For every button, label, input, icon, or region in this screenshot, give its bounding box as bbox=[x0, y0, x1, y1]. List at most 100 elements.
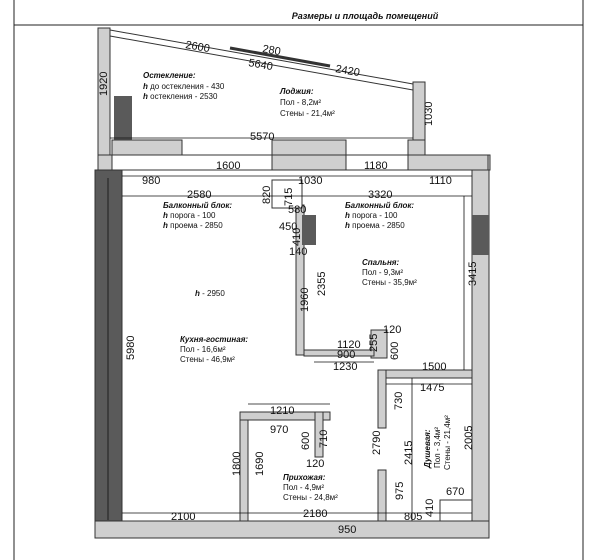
bedroom-floor: Пол - 9,3м² bbox=[362, 268, 403, 277]
dim-1210: 1210 bbox=[270, 405, 294, 417]
loggia-walls: Стены - 21,4м² bbox=[280, 109, 335, 118]
shower-floor: Пол - 3,4м² bbox=[433, 427, 442, 468]
loggia-window-frame bbox=[229, 46, 331, 68]
loggia-glazing-line-inner bbox=[109, 35, 414, 91]
dim-255: 255 bbox=[368, 334, 380, 352]
dim-2355: 2355 bbox=[316, 272, 328, 296]
dim-2580: 2580 bbox=[187, 189, 211, 201]
dim-1600: 1600 bbox=[216, 160, 240, 172]
exterior-wall-line bbox=[97, 154, 489, 171]
loggia-floor: Пол - 8,2м² bbox=[280, 98, 321, 107]
dim-820: 820 bbox=[261, 186, 273, 204]
hallway-floor: Пол - 4,9м² bbox=[283, 483, 324, 492]
dim-2005: 2005 bbox=[463, 426, 475, 450]
dim-1110: 1110 bbox=[429, 175, 452, 187]
loggia-glazing-line bbox=[109, 29, 414, 85]
dim-410: 410 bbox=[291, 228, 303, 246]
ceiling-height: h - 2950 bbox=[195, 289, 225, 298]
dim-3320: 3320 bbox=[368, 189, 392, 201]
dim-580: 580 bbox=[288, 204, 306, 216]
dim-1690: 1690 bbox=[254, 452, 266, 476]
partition-column bbox=[302, 215, 316, 245]
balcony-left-key-2: h bbox=[163, 221, 168, 230]
dim-950: 950 bbox=[338, 524, 356, 536]
balcony-right-text-1: порога - 100 bbox=[350, 211, 398, 220]
dim-410b: 410 bbox=[424, 499, 436, 517]
bedroom-walls: Стены - 35,9м² bbox=[362, 278, 417, 287]
glazing-line2: h остекления - 2530 bbox=[143, 92, 218, 101]
dim-1120: 1120 bbox=[337, 339, 361, 351]
page-title: Размеры и площадь помещений bbox=[292, 11, 439, 21]
shower-walls: Стены - 21,4м² bbox=[443, 415, 452, 470]
dim-3415: 3415 bbox=[467, 262, 479, 286]
balcony-left-text-1: порога - 100 bbox=[168, 211, 216, 220]
dim-2415: 2415 bbox=[403, 441, 415, 465]
dim-5980: 5980 bbox=[125, 336, 137, 360]
glazing-sample-block bbox=[114, 96, 132, 140]
hallway-title: Прихожая: bbox=[283, 473, 326, 482]
partition-shower-left bbox=[377, 369, 387, 429]
balcony-right-key-2: h bbox=[345, 221, 350, 230]
partition-bedroom-bottom bbox=[303, 349, 375, 357]
dim-1030b: 1030 bbox=[298, 175, 322, 187]
exterior-wall-left bbox=[94, 169, 123, 531]
dim-2420: 2420 bbox=[334, 63, 360, 79]
glazing-text-1: до остекления - 430 bbox=[148, 82, 225, 91]
dim-2100: 2100 bbox=[171, 511, 195, 523]
partition-shower-left-lower bbox=[377, 469, 387, 522]
dim-450: 450 bbox=[279, 221, 297, 233]
dim-975: 975 bbox=[394, 482, 406, 500]
dim-600a: 600 bbox=[389, 342, 401, 360]
glazing-key-2: h bbox=[143, 92, 148, 101]
hallway-walls: Стены - 24,8м² bbox=[283, 493, 338, 502]
glazing-key-1: h bbox=[143, 82, 148, 91]
ceiling-key: h bbox=[195, 289, 200, 298]
dim-140: 140 bbox=[289, 246, 307, 258]
partition-bedroom-corner bbox=[370, 329, 388, 359]
dim-970: 970 bbox=[270, 424, 288, 436]
dim-5570: 5570 bbox=[250, 131, 274, 143]
balcony-left-title: Балконный блок: bbox=[163, 201, 232, 210]
right-window-block bbox=[472, 215, 489, 255]
loggia-title: Лоджия: bbox=[279, 87, 314, 96]
bedroom-title: Спальня: bbox=[362, 258, 399, 267]
dim-980: 980 bbox=[142, 175, 160, 187]
dim-1920: 1920 bbox=[98, 72, 110, 96]
dim-120a: 120 bbox=[383, 324, 401, 336]
partition-hallway-top bbox=[239, 411, 331, 421]
shower-title: Душевая: bbox=[423, 429, 432, 469]
dim-670: 670 bbox=[446, 486, 464, 498]
dim-730: 730 bbox=[393, 392, 405, 410]
dim-2600: 2600 bbox=[184, 39, 210, 55]
glazing-line1: h до остекления - 430 bbox=[143, 82, 225, 91]
exterior-wall-bottom bbox=[94, 520, 490, 539]
balcony-door-frame bbox=[271, 179, 303, 209]
dimension-lines bbox=[107, 137, 472, 521]
balcony-right-line2: h проема - 2850 bbox=[345, 221, 405, 230]
dim-1475: 1475 bbox=[420, 382, 444, 394]
dim-5640: 5640 bbox=[247, 57, 273, 73]
balcony-right-key-1: h bbox=[345, 211, 350, 220]
shower-tray bbox=[439, 499, 473, 522]
dim-1500: 1500 bbox=[422, 361, 446, 373]
balcony-right-line1: h порога - 100 bbox=[345, 211, 398, 220]
dim-900: 900 bbox=[337, 349, 355, 361]
dim-1800: 1800 bbox=[231, 452, 243, 476]
balcony-right-title: Балконный блок: bbox=[345, 201, 414, 210]
kitchen-title: Кухня-гостиная: bbox=[180, 335, 248, 344]
dim-1230: 1230 bbox=[333, 361, 357, 373]
dim-600b: 600 bbox=[300, 432, 312, 450]
dim-120b: 120 bbox=[306, 458, 324, 470]
balcony-right-text-2: проема - 2850 bbox=[350, 221, 405, 230]
dim-2180: 2180 bbox=[303, 508, 327, 520]
dim-805: 805 bbox=[404, 511, 422, 523]
dim-2790: 2790 bbox=[371, 431, 383, 455]
balcony-left-line1: h порога - 100 bbox=[163, 211, 216, 220]
balcony-left-line2: h проема - 2850 bbox=[163, 221, 223, 230]
glazing-title: Остекление: bbox=[143, 71, 196, 80]
dim-1960: 1960 bbox=[299, 288, 311, 312]
ceiling-value: - 2950 bbox=[200, 289, 225, 298]
balcony-left-text-2: проема - 2850 bbox=[168, 221, 223, 230]
dim-1180: 1180 bbox=[364, 160, 388, 172]
